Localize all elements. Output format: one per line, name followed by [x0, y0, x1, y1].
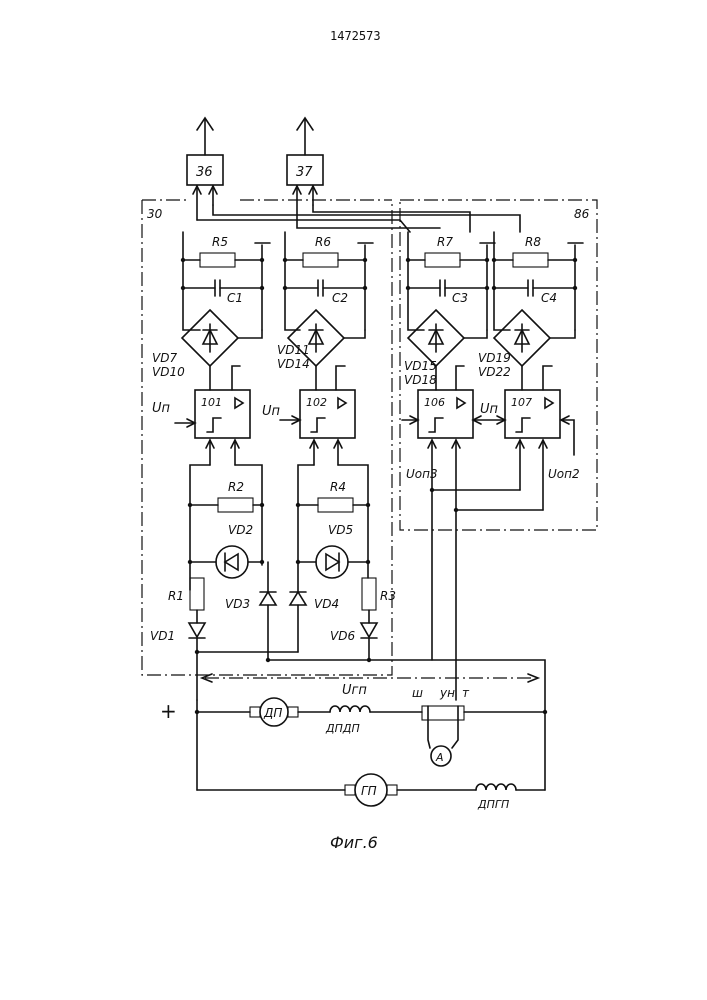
r2-label: R2 [228, 480, 244, 494]
r7-label: R7 [437, 235, 453, 249]
vd7-label: VD7 [152, 351, 177, 365]
channel-3: R7 C3 VD15 VD18 106 Uп Uоп [402, 232, 505, 700]
vd22-label: VD22 [478, 365, 511, 379]
diode-vd4 [290, 592, 306, 605]
shunt-sh-label: ш [412, 686, 423, 700]
channel-2: R6 C2 VD11 VD14 102 Uп [262, 232, 373, 465]
zener-vd2 [216, 546, 248, 578]
vd19-label: VD19 [478, 351, 511, 365]
channel-1: R5 C1 VD7 VD10 101 Uп [152, 232, 270, 465]
un-1-label: Uп [152, 401, 171, 416]
resistor-r6 [303, 253, 338, 267]
vd1-label: VD1 [150, 629, 175, 643]
diode-vd1 [189, 623, 205, 637]
un-3-label: Uп [480, 402, 499, 417]
c1-label: C1 [227, 291, 243, 305]
vd15-label: VD15 [404, 359, 437, 373]
c2-label: C2 [332, 291, 348, 305]
resistor-r1 [190, 578, 204, 610]
r6-label: R6 [315, 235, 331, 249]
ugp-label: Uгп [342, 683, 367, 698]
vd18-label: VD18 [404, 373, 437, 387]
resistor-r3 [362, 578, 376, 610]
vd3-label: VD3 [225, 597, 250, 611]
vd4-label: VD4 [314, 597, 339, 611]
channel-4: R8 C4 VD19 VD22 107 Uоп2 [478, 232, 583, 510]
input-network-left: R2 VD2 R1 VD1 VD3 [150, 465, 298, 700]
input-network-right: R4 VD5 VD4 R3 VD6 [290, 465, 396, 662]
resistor-r4 [318, 498, 353, 512]
diode-vd6 [361, 623, 377, 637]
vd14-label: VD14 [277, 357, 310, 371]
amp-107-label: 107 [511, 396, 532, 409]
frame-30-label: 30 [147, 207, 163, 221]
block-37-label: 37 [296, 165, 313, 180]
resistor-r8 [513, 253, 548, 267]
vd5-label: VD5 [328, 523, 353, 537]
resistor-r5 [200, 253, 235, 267]
shunt-un-label: ун [439, 686, 455, 700]
uop3-label: Uоп3 [406, 467, 438, 481]
winding-dpdp [330, 706, 370, 712]
r3-label: R3 [380, 589, 396, 603]
block-36-label: 36 [196, 165, 213, 180]
r5-label: R5 [212, 235, 228, 249]
winding-dpgp [476, 784, 516, 790]
generator-gp-label: ГП [361, 784, 377, 798]
amp-106-label: 106 [424, 396, 445, 409]
patent-number: 1472573 [330, 29, 381, 43]
figure-caption: Фиг.6 [330, 833, 378, 852]
c3-label: C3 [452, 291, 468, 305]
shunt-t-label: т [462, 686, 470, 700]
vd6-label: VD6 [330, 629, 355, 643]
vd2-label: VD2 [228, 523, 253, 537]
power-circuit: + ДП ДПДП Uгп ш ун т A ГП ДПГП [160, 683, 547, 811]
r1-label: R1 [168, 589, 184, 603]
frame-86-label: 86 [574, 207, 590, 221]
c4-label: C4 [541, 291, 557, 305]
winding-dpgp-label: ДПГП [477, 798, 509, 811]
vd11-label: VD11 [277, 343, 310, 357]
amp-101-label: 101 [201, 396, 222, 409]
vd10-label: VD10 [152, 365, 185, 379]
r8-label: R8 [525, 235, 541, 249]
winding-dpdp-label: ДПДП [325, 722, 360, 735]
zener-vd5 [316, 546, 348, 578]
uop2-label: Uоп2 [548, 467, 580, 481]
amp-102-label: 102 [306, 396, 327, 409]
plus-label: + [160, 699, 177, 723]
un-2-label: Uп [262, 404, 281, 419]
diode-vd3 [260, 592, 276, 605]
ammeter-label: A [435, 751, 444, 764]
motor-dp-label: ДП [263, 706, 282, 720]
resistor-r2 [218, 498, 253, 512]
resistor-r7 [425, 253, 460, 267]
r4-label: R4 [330, 480, 346, 494]
